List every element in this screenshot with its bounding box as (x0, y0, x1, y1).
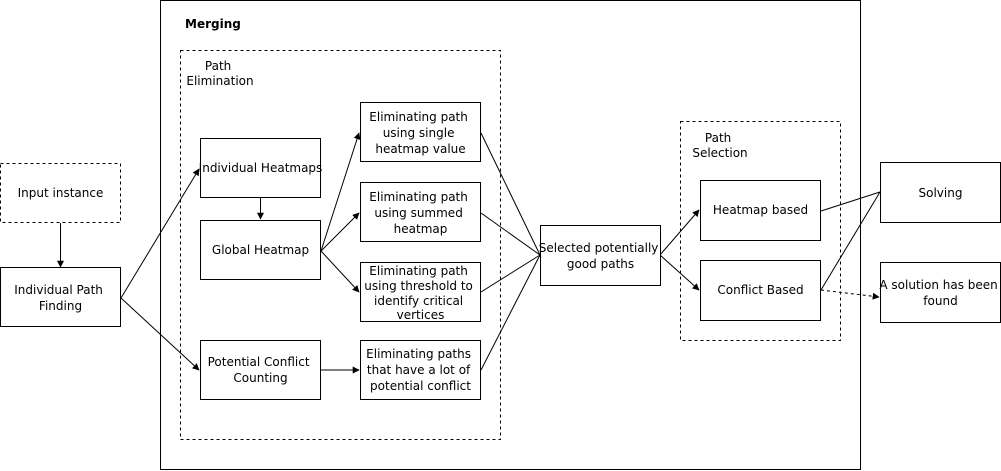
node-label-line: Eliminating path (369, 110, 468, 124)
node-label: Conflict Based (717, 283, 803, 297)
node-label-line: using summed (374, 206, 462, 220)
node-individual-heatmaps: Individual Heatmaps (199, 138, 323, 198)
node-label-line: Potential Conflict (208, 355, 310, 369)
node-individual-path-finding: Individual Path Finding (0, 267, 121, 327)
node-heatmap-based: Heatmap based (700, 180, 821, 241)
edge-pathfinding-to-conflict-counting (120, 297, 200, 371)
node-label: Global Heatmap (212, 243, 309, 257)
node-label: Eliminating path using summed heatmap (369, 190, 471, 236)
path-selection-label-line: Path (705, 131, 731, 145)
node-label-line: potential conflict (370, 379, 471, 393)
edge-elim-threshold-to-selected (480, 254, 541, 293)
node-label-line: Selected potentially (539, 241, 659, 255)
node-label: Solving (919, 186, 963, 200)
edges (57, 132, 881, 374)
node-label-line: good paths (567, 257, 634, 271)
merging-container: Merging (160, 0, 861, 470)
node-label: Input instance (18, 186, 104, 200)
edge-selected-to-heatmap-based (659, 209, 700, 256)
node-label-line: Input instance (18, 186, 104, 200)
node-label-line: Individual Heatmaps (199, 161, 323, 175)
edge-global-to-elim-single (320, 132, 361, 252)
node-label-line: Conflict Based (717, 283, 803, 297)
edge-elim-conflict-to-selected (480, 254, 541, 371)
node-elim-threshold: Eliminating path using threshold to iden… (360, 262, 481, 322)
node-label-line: Individual Path (14, 283, 103, 297)
node-conflict-based: Conflict Based (700, 260, 821, 321)
node-selected-paths: Selected potentially good paths (539, 225, 662, 286)
node-label: Individual Path Finding (14, 283, 106, 313)
node-label-line: found (923, 294, 957, 308)
path-elimination-label: Path Elimination (186, 59, 253, 88)
node-label-line: A solution has been (879, 278, 997, 292)
node-label-line: vertices (397, 308, 445, 322)
node-label-line: Eliminating path (369, 190, 468, 204)
node-label-line: heatmap (394, 222, 448, 236)
node-label: Eliminating path using single heatmap va… (369, 110, 471, 156)
edge-conflict-based-to-solution (820, 289, 880, 300)
node-label-line: Heatmap based (713, 203, 808, 217)
path-elimination-label-line: Path (205, 59, 231, 73)
node-global-heatmap: Global Heatmap (200, 220, 321, 280)
node-label: Eliminating paths that have a lot of pot… (366, 347, 475, 393)
node-potential-conflict-counting: Potential Conflict Counting (200, 340, 321, 400)
edge-heatmap-based-to-solving (820, 191, 881, 212)
merging-label: Merging (185, 17, 241, 31)
node-label: Eliminating path using threshold to iden… (364, 264, 476, 322)
node-label-line: Finding (39, 299, 82, 313)
path-selection-label: Path Selection (692, 131, 747, 160)
node-label: A solution has been found (879, 278, 1001, 308)
node-label-line: Eliminating path (369, 264, 468, 278)
node-input-instance: Input instance (0, 163, 121, 223)
edge-conflict-based-to-solving (820, 191, 881, 291)
edge-elim-single-to-selected (480, 132, 541, 256)
node-label: Heatmap based (713, 203, 808, 217)
node-solution-found: A solution has been found (879, 262, 1001, 323)
node-label-line: Global Heatmap (212, 243, 309, 257)
node-label-line: that have a lot of (367, 363, 471, 377)
node-label-line: Counting (233, 371, 287, 385)
node-label-line: Eliminating paths (366, 347, 471, 361)
node-label-line: using threshold to (364, 279, 473, 293)
edge-global-to-elim-threshold (320, 250, 360, 293)
path-elimination-label-line: Elimination (186, 74, 253, 88)
edge-global-to-elim-summed (320, 212, 360, 252)
node-elim-conflict-paths: Eliminating paths that have a lot of pot… (360, 340, 481, 400)
node-label: Potential Conflict Counting (208, 355, 314, 385)
node-label-line: identify critical (374, 294, 463, 308)
node-elim-single-heatmap: Eliminating path using single heatmap va… (360, 102, 481, 162)
node-label-line: Solving (919, 186, 963, 200)
node-label: Selected potentially good paths (539, 241, 662, 271)
node-label: Individual Heatmaps (199, 161, 323, 175)
edge-pathfinding-to-individual-heatmaps (120, 168, 200, 299)
node-solving: Solving (880, 162, 1001, 223)
path-elimination-container: Path Elimination (180, 50, 501, 440)
node-label-line: heatmap value (375, 142, 465, 156)
edge-elim-summed-to-selected (480, 212, 541, 256)
node-elim-summed-heatmap: Eliminating path using summed heatmap (360, 182, 481, 242)
edge-selected-to-conflict-based (659, 254, 700, 291)
node-label-line: using single (383, 126, 455, 140)
path-selection-label-line: Selection (692, 146, 747, 160)
